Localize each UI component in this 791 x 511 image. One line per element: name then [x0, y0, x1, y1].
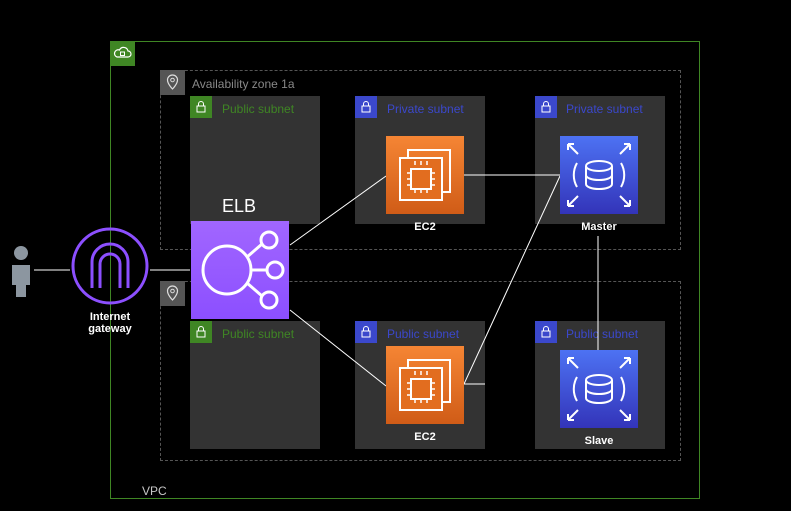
- location-pin-icon: [160, 70, 185, 95]
- rds-slave-label: Slave: [584, 435, 614, 447]
- lock-icon: [190, 321, 212, 343]
- igw-label: Internet gateway: [70, 311, 150, 335]
- subnet-label: Public subnet: [222, 327, 295, 341]
- subnet-label: Public subnet: [387, 327, 460, 341]
- lock-icon: [535, 321, 557, 343]
- subnet-label: Private subnet: [566, 102, 643, 116]
- lock-icon: [190, 96, 212, 118]
- ec2-label: EC2: [414, 431, 436, 443]
- lock-icon: [535, 96, 557, 118]
- cloud-lock-icon: [110, 41, 135, 66]
- igw-label-line2: gateway: [88, 323, 132, 335]
- elb-label: ELB: [222, 196, 257, 216]
- load-balancer-icon: [191, 221, 289, 319]
- availability-zone-2: [160, 281, 681, 461]
- lock-icon: [355, 321, 377, 343]
- igw-label-line1: Internet: [89, 311, 131, 323]
- lock-icon: [355, 96, 377, 118]
- location-pin-icon: [160, 281, 185, 306]
- subnet-label: Public subnet: [566, 327, 639, 341]
- ec2-label: EC2: [414, 221, 436, 233]
- zone-label: Availability zone 1a: [192, 77, 295, 91]
- vpc-container: [110, 41, 700, 499]
- subnet-label: Public subnet: [222, 102, 295, 116]
- chip-icon: [399, 149, 451, 201]
- database-icon: [567, 357, 631, 421]
- internet-gateway-icon: [70, 226, 150, 306]
- rds-master-label: Master: [581, 221, 617, 233]
- chip-icon: [399, 359, 451, 411]
- rds-slave: [560, 350, 638, 428]
- subnet-label: Private subnet: [387, 102, 464, 116]
- ec2-instance: [386, 346, 464, 424]
- vpc-label: VPC: [142, 484, 167, 498]
- availability-zone-1a: [160, 70, 681, 250]
- user-icon: [8, 243, 34, 297]
- database-icon: [567, 143, 631, 207]
- rds-master: [560, 136, 638, 214]
- ec2-instance: [386, 136, 464, 214]
